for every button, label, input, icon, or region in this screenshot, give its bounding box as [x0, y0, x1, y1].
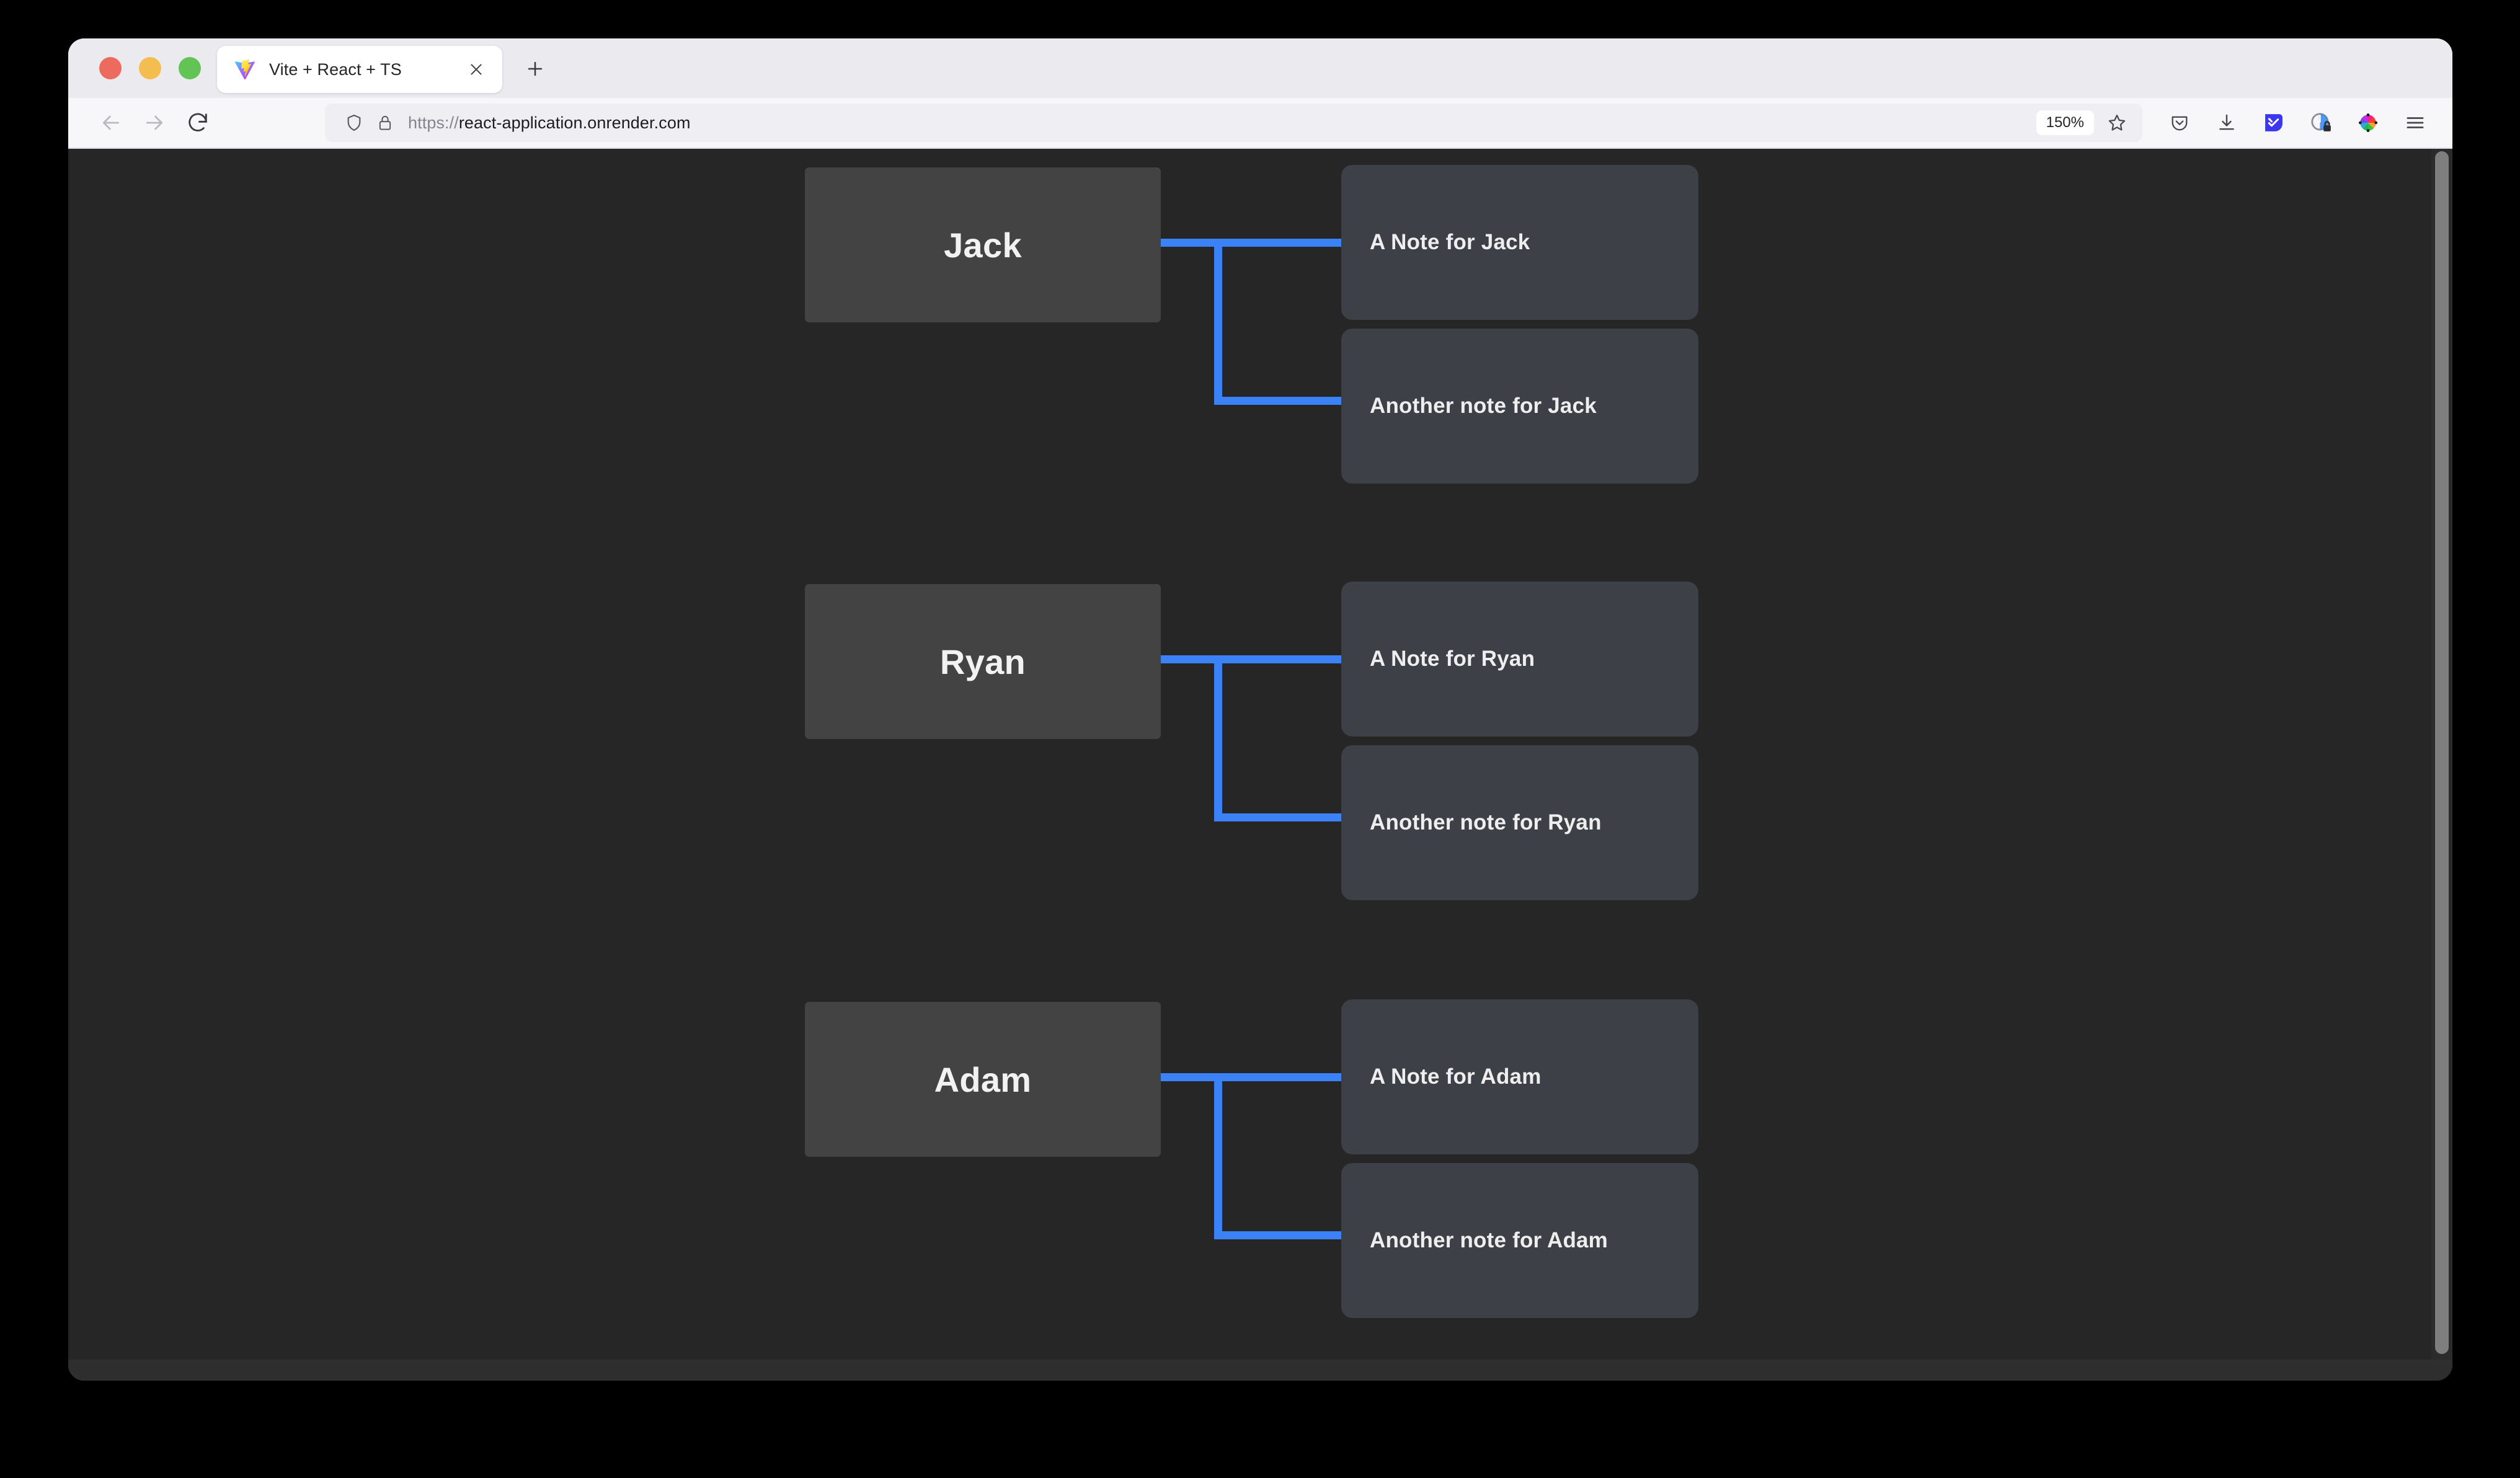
url-text[interactable]: https://react-application.onrender.com	[401, 113, 2036, 133]
page-scrollbar-thumb[interactable]	[2435, 151, 2449, 1354]
window-controls	[87, 38, 217, 98]
note-text: Another note for Jack	[1370, 394, 1597, 418]
browser-window: Vite + React + TS	[68, 38, 2452, 1381]
note-text: A Note for Ryan	[1370, 647, 1535, 671]
note-card[interactable]: A Note for Adam	[1341, 999, 1698, 1154]
note-card[interactable]: Another note for Adam	[1341, 1163, 1698, 1318]
note-text: A Note for Adam	[1370, 1064, 1542, 1089]
toolbar-right-icons	[2158, 104, 2436, 142]
connector-vertical	[1214, 1073, 1222, 1239]
forward-arrow-icon[interactable]	[133, 104, 176, 142]
window-bottom-strip	[68, 1360, 2452, 1381]
connector-vertical	[1214, 655, 1222, 821]
minimize-window-button[interactable]	[139, 57, 161, 79]
note-text: A Note for Jack	[1370, 230, 1530, 254]
person-name: Ryan	[939, 642, 1026, 681]
star-icon[interactable]	[2100, 106, 2134, 139]
person-card[interactable]: Jack	[805, 167, 1161, 322]
app-menu-hamburger-icon[interactable]	[2394, 104, 2436, 142]
note-card[interactable]: Another note for Jack	[1341, 329, 1698, 484]
extension-color-wheel-icon[interactable]	[2347, 104, 2389, 142]
note-text: Another note for Adam	[1370, 1228, 1608, 1252]
note-card[interactable]: A Note for Ryan	[1341, 582, 1698, 737]
url-host: react-application.onrender.com	[458, 113, 691, 132]
new-tab-button[interactable]	[516, 50, 554, 88]
padlock-icon[interactable]	[370, 107, 401, 138]
note-card[interactable]: Another note for Ryan	[1341, 745, 1698, 900]
reload-icon[interactable]	[176, 104, 220, 142]
tab-title: Vite + React + TS	[269, 60, 402, 79]
connector-vertical	[1214, 239, 1222, 405]
close-window-button[interactable]	[99, 57, 122, 79]
note-text: Another note for Ryan	[1370, 810, 1602, 834]
browser-tab[interactable]: Vite + React + TS	[217, 46, 502, 93]
person-name: Jack	[944, 225, 1022, 265]
maximize-window-button[interactable]	[179, 57, 201, 79]
extension-privacy-lock-icon[interactable]	[2300, 104, 2342, 142]
extension-blue-icon[interactable]	[2253, 104, 2295, 142]
note-card[interactable]: A Note for Jack	[1341, 165, 1698, 320]
downloads-icon[interactable]	[2206, 104, 2248, 142]
tab-strip: Vite + React + TS	[68, 38, 2452, 98]
pocket-icon[interactable]	[2158, 104, 2201, 142]
page-scrollbar[interactable]	[2431, 149, 2452, 1381]
url-bar[interactable]: https://react-application.onrender.com 1…	[325, 104, 2142, 142]
person-card[interactable]: Ryan	[805, 584, 1161, 739]
back-arrow-icon[interactable]	[89, 104, 133, 142]
person-card[interactable]: Adam	[805, 1002, 1161, 1157]
page-viewport: Jack A Note for Jack Another note for Ja…	[68, 149, 2452, 1381]
navigation-toolbar: https://react-application.onrender.com 1…	[68, 98, 2452, 149]
zoom-level-badge[interactable]: 150%	[2036, 110, 2094, 136]
url-scheme: https://	[408, 113, 459, 132]
people-notes-tree: Jack A Note for Jack Another note for Ja…	[68, 149, 2452, 1381]
close-tab-icon[interactable]	[464, 57, 489, 82]
tracking-protection-shield-icon[interactable]	[339, 107, 370, 138]
vite-logo-icon	[234, 59, 255, 80]
person-name: Adam	[934, 1060, 1032, 1099]
